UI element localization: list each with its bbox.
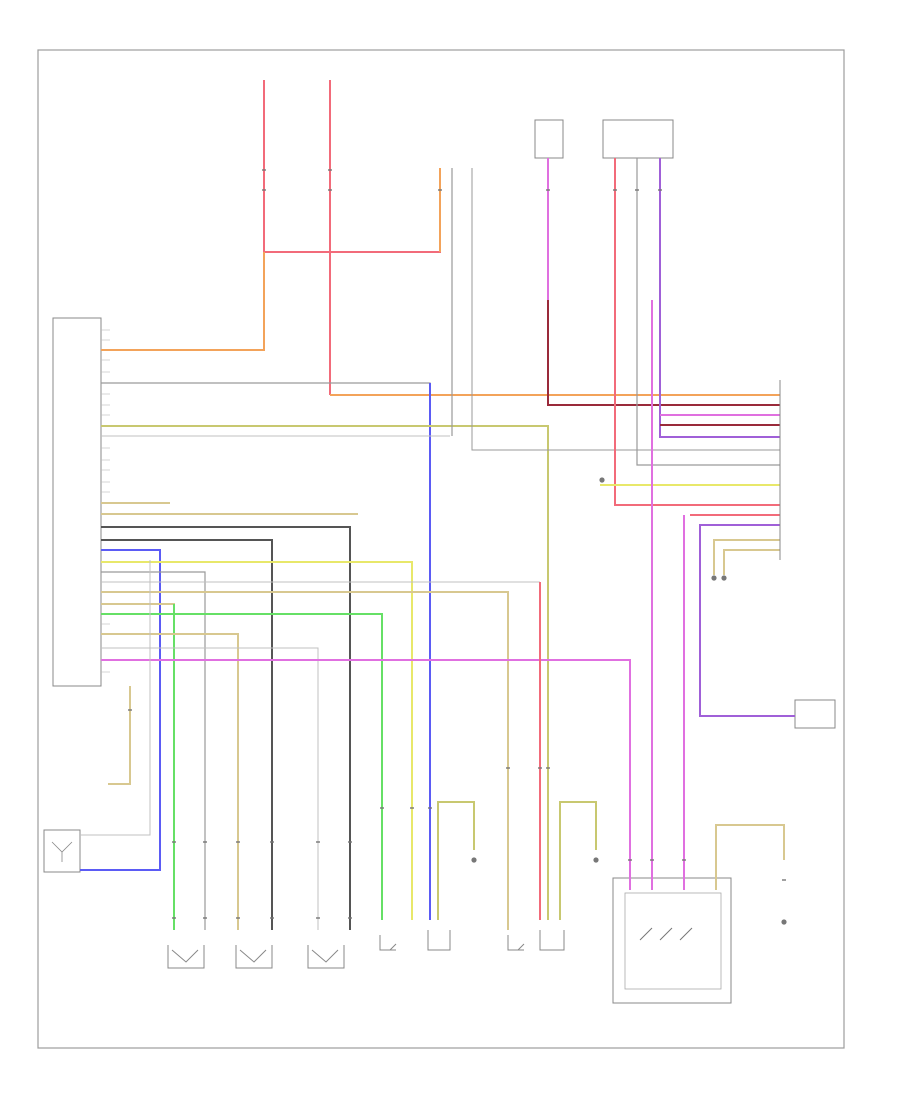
motor-3-icon	[307, 945, 345, 969]
wire-olive-loop-1	[437, 801, 475, 920]
wires	[80, 80, 795, 930]
wire-mod-yellow-1	[101, 561, 413, 920]
wire-mod-grey-5	[101, 571, 206, 930]
control-module-box	[52, 317, 102, 687]
wire-rc-tan-1	[713, 539, 780, 575]
ground-symbols	[471, 477, 787, 925]
wire-mod-magenta	[101, 659, 631, 890]
connector-markers	[128, 169, 786, 919]
wire-mod-black-2	[101, 539, 273, 930]
ground-1-icon	[471, 857, 477, 863]
wire-tr-grey	[636, 158, 780, 466]
sensor-symbol	[51, 841, 73, 862]
ground-2-icon	[593, 857, 599, 863]
wire-tc-darkred	[547, 158, 780, 406]
wire-sw-tan	[715, 824, 785, 890]
wire-fuse-a-orange	[101, 252, 265, 351]
motor-5-icon	[427, 930, 451, 951]
diagram-border	[37, 49, 845, 1049]
right-relay-box	[794, 699, 836, 729]
seat-control-switch-box	[612, 877, 732, 1004]
ground-6-icon	[599, 477, 605, 483]
top-center-module-box	[534, 119, 564, 159]
seat-position-sensor-box	[43, 829, 81, 873]
wire-tr-red	[614, 158, 780, 506]
wire-rc-tan-2	[723, 549, 780, 575]
wire-mod-grey-7	[101, 647, 319, 930]
motor-1-icon	[167, 945, 205, 969]
wire-mod-tan-3	[101, 591, 509, 930]
seat-control-switch-inner	[624, 892, 722, 990]
wire-mod-black-1	[101, 526, 351, 930]
ground-5-icon	[721, 575, 727, 581]
motor-2-icon	[235, 945, 273, 969]
ground-4-icon	[711, 575, 717, 581]
wire-mod-grey-8	[80, 560, 151, 836]
motor-4-icon	[379, 935, 397, 951]
wire-mod-blue	[80, 549, 161, 871]
top-right-module-box	[602, 119, 674, 159]
wire-mod-tan-6	[108, 686, 131, 785]
switch-contacts	[639, 927, 693, 941]
motor-7-icon	[539, 930, 565, 951]
wire-pin-olive	[101, 425, 549, 920]
wire-pin-grey-4	[471, 168, 780, 451]
wire-olive-loop-2	[559, 801, 597, 920]
motor-6-icon	[507, 935, 525, 951]
module-pin-ticks	[101, 329, 110, 673]
wire-mod-green-1	[101, 613, 383, 920]
wire-rc-violet	[699, 524, 795, 717]
ground-3-icon	[781, 919, 787, 925]
wire-tr-violet	[659, 158, 780, 438]
wire-mod-tan-5	[101, 633, 239, 930]
wire-fuse-a-red	[263, 80, 441, 253]
motor-symbols	[167, 930, 565, 969]
